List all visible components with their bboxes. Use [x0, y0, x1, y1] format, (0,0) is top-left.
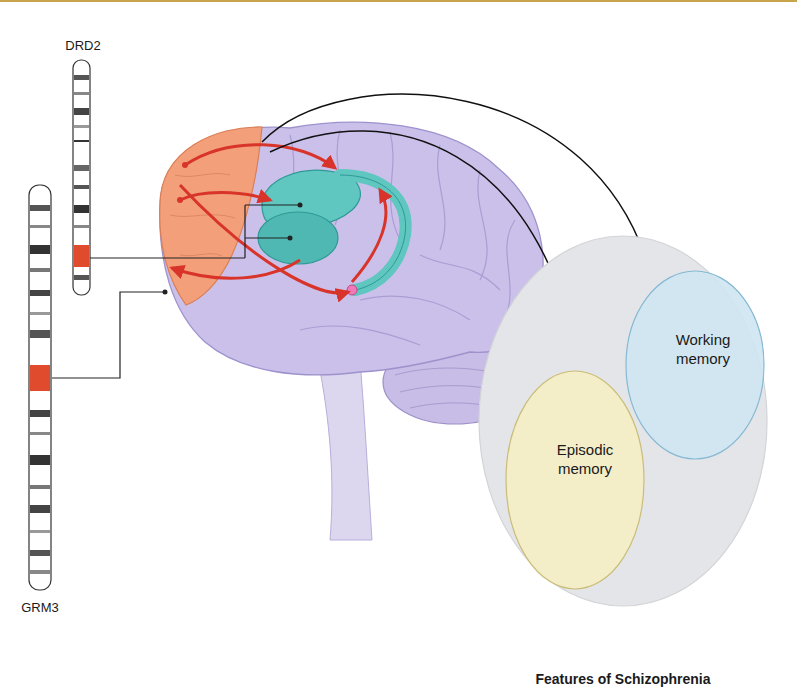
leader-dot — [298, 203, 303, 208]
circuit-node — [182, 162, 188, 168]
top-rule — [0, 0, 797, 2]
feature-group: Features of Schizophrenia Working memoryE… — [478, 235, 768, 688]
chromosome-grm3 — [29, 185, 51, 590]
hippocampus-edge — [340, 175, 406, 290]
leader-dot — [163, 290, 168, 295]
gene-label: DRD2 — [65, 38, 100, 53]
amygdala-dot — [347, 285, 357, 295]
cerebrum — [160, 122, 543, 375]
brainstem — [318, 360, 372, 540]
circuit-arrows — [172, 145, 386, 293]
memory-ellipse: Working memory — [625, 270, 765, 460]
leader-dot — [288, 236, 293, 241]
memory-ellipse: Episodic memory — [505, 370, 645, 590]
gene-label: GRM3 — [21, 600, 59, 615]
hippocampus — [340, 175, 406, 290]
chromosome-drd2 — [73, 60, 90, 295]
group-caption: Features of Schizophrenia — [478, 671, 768, 689]
leader-lines — [52, 205, 300, 378]
circuit-node — [177, 197, 183, 203]
memory-label: Episodic memory — [537, 441, 633, 479]
memory-label: Working memory — [655, 331, 751, 369]
ellipse-outline — [505, 370, 645, 590]
